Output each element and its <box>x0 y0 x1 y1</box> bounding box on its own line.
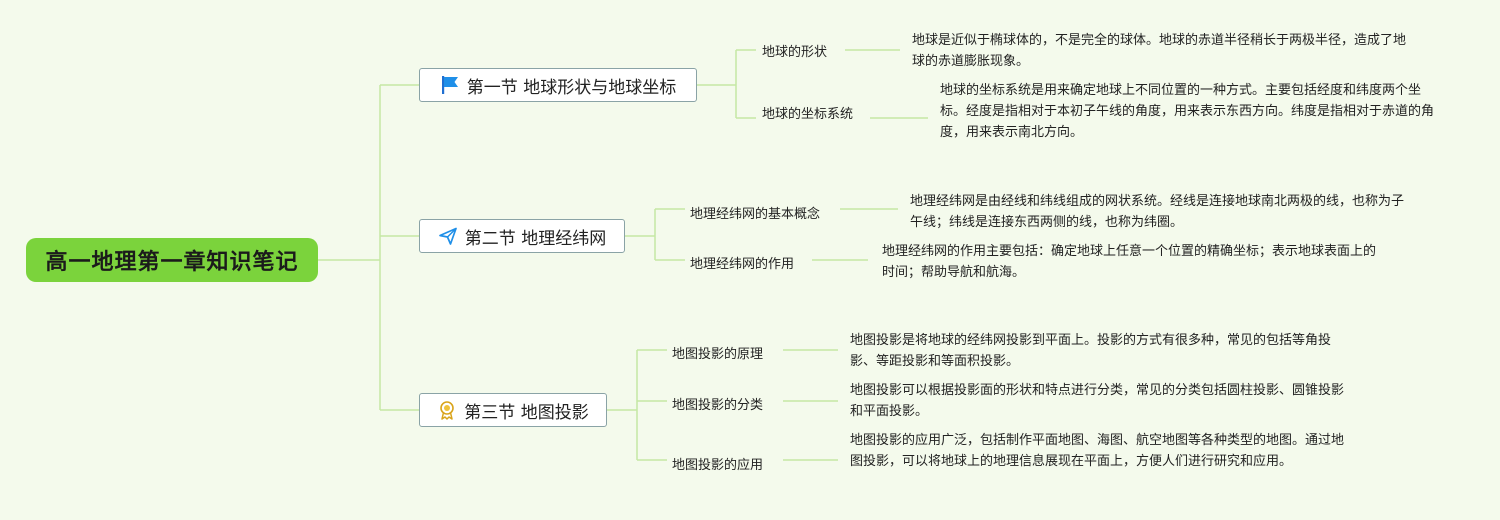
section-node-1[interactable]: 第一节 地球形状与地球坐标 <box>419 68 697 102</box>
topic-description: 地球是近似于椭球体的，不是完全的球体。地球的赤道半径稍长于两极半径，造成了地球的… <box>912 33 1407 69</box>
root-title: 高一地理第一章知识笔记 <box>45 250 299 275</box>
section-label: 第二节 地理经纬网 <box>464 228 607 249</box>
flag-icon <box>440 75 460 95</box>
paper-plane-icon <box>438 226 458 246</box>
section-label: 第一节 地球形状与地球坐标 <box>466 77 677 98</box>
topic-label[interactable]: 地图投影的应用 <box>672 458 764 473</box>
topic-description: 地理经纬网是由经线和纬线组成的网状系统。经线是连接地球南北两极的线，也称为子午线… <box>910 194 1405 230</box>
section-node-3[interactable]: 第三节 地图投影 <box>419 393 607 427</box>
topic-label[interactable]: 地理经纬网的基本概念 <box>690 207 821 222</box>
section-node-2[interactable]: 第二节 地理经纬网 <box>419 219 625 253</box>
topic-label[interactable]: 地理经纬网的作用 <box>690 257 795 272</box>
award-ribbon-icon <box>437 400 457 420</box>
topic-description: 地图投影的应用广泛，包括制作平面地图、海图、航空地图等各种类型的地图。通过地图投… <box>850 433 1345 469</box>
topic-label[interactable]: 地图投影的分类 <box>672 398 764 413</box>
topic-description: 地球的坐标系统是用来确定地球上不同位置的一种方式。主要包括经度和纬度两个坐标。经… <box>940 83 1435 140</box>
root-node[interactable]: 高一地理第一章知识笔记 <box>26 238 318 282</box>
topic-label[interactable]: 地球的坐标系统 <box>762 107 854 122</box>
topic-description: 地图投影可以根据投影面的形状和特点进行分类，常见的分类包括圆柱投影、圆锥投影和平… <box>850 383 1345 419</box>
topic-label[interactable]: 地球的形状 <box>762 45 828 60</box>
topic-description: 地图投影是将地球的经纬网投影到平面上。投影的方式有很多种，常见的包括等角投影、等… <box>850 333 1332 369</box>
topic-label[interactable]: 地图投影的原理 <box>672 347 764 362</box>
section-label: 第三节 地图投影 <box>464 402 589 423</box>
topic-description: 地理经纬网的作用主要包括：确定地球上任意一个位置的精确坐标；表示地球表面上的时间… <box>882 244 1377 280</box>
